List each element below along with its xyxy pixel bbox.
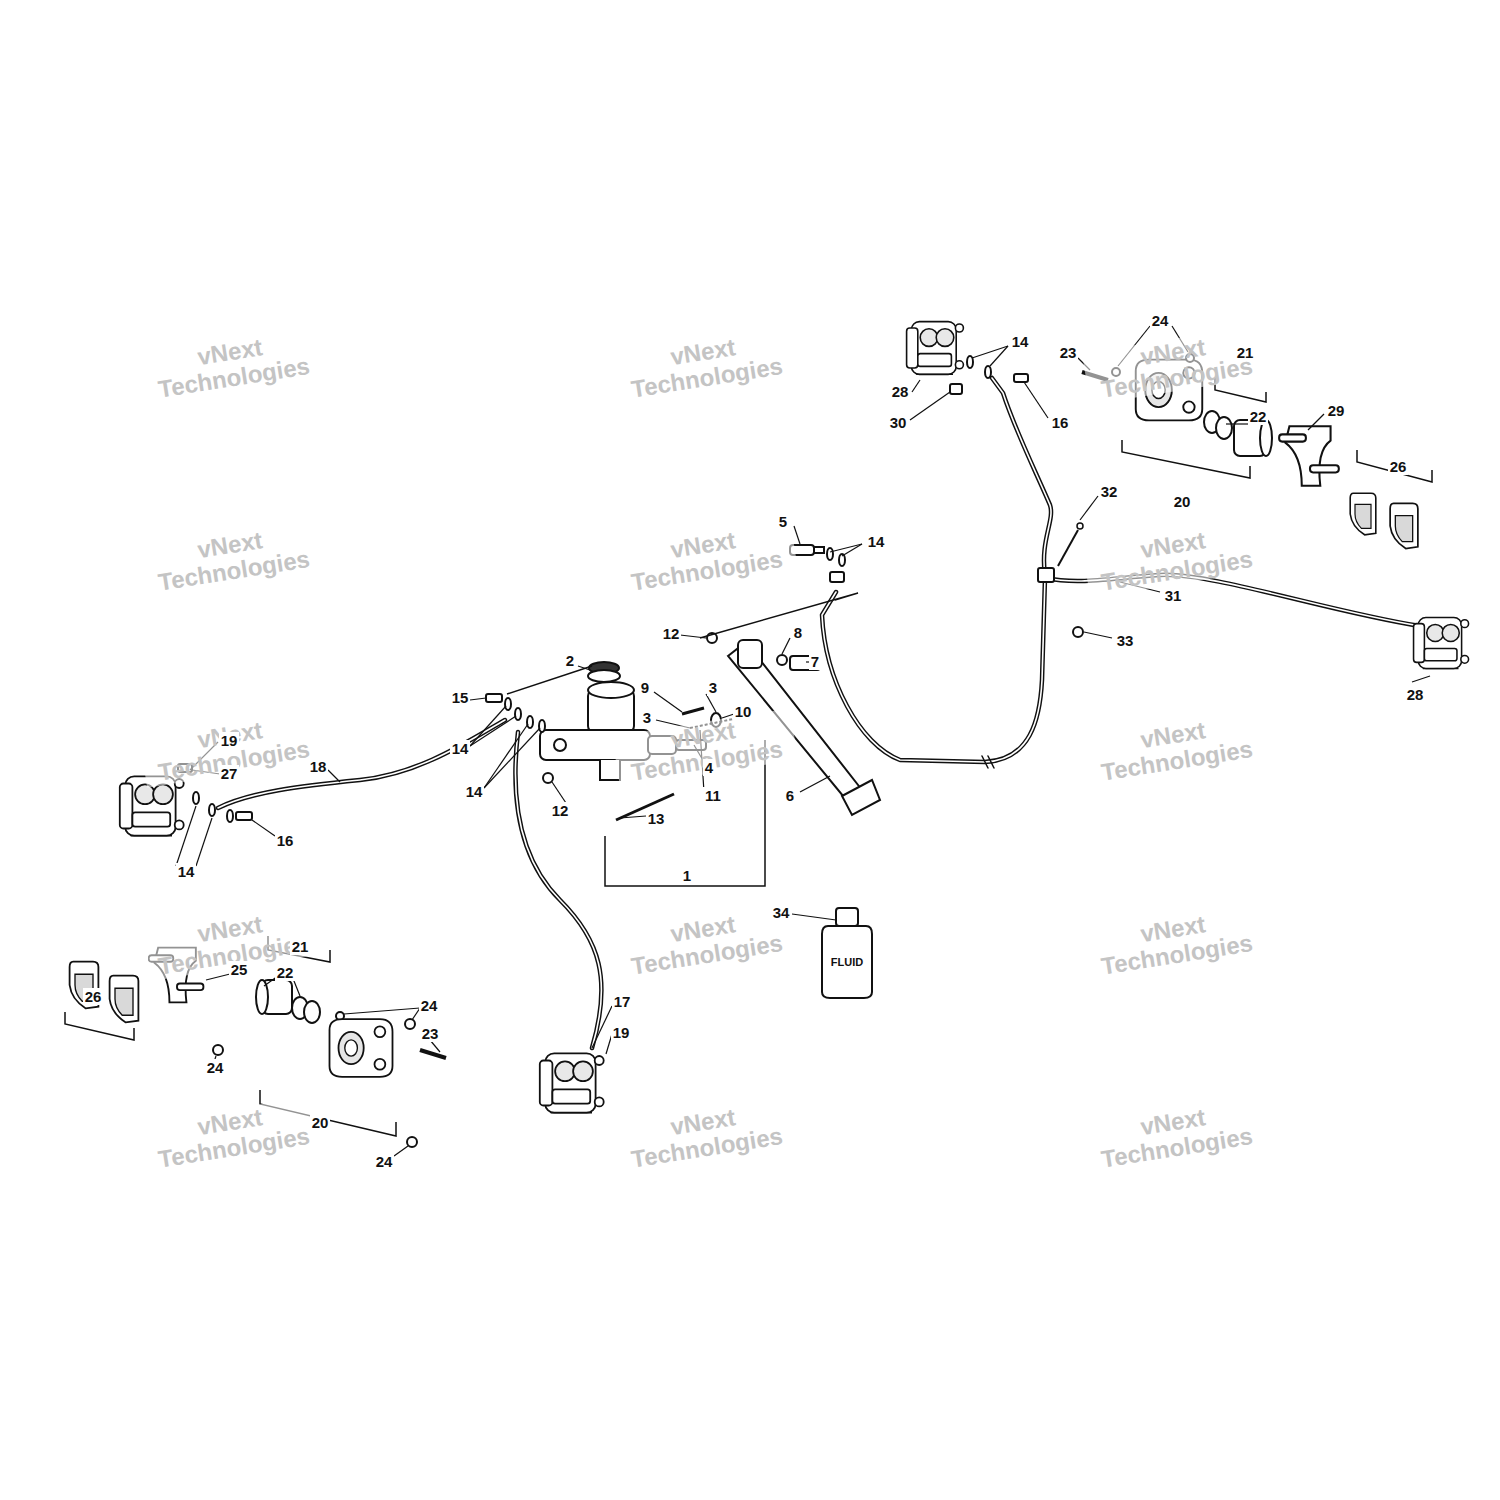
callout-number: 26 bbox=[1388, 458, 1409, 475]
callout-number: 26 bbox=[83, 988, 104, 1005]
watermark: vNext Technologies bbox=[1082, 902, 1268, 982]
callout-number: 15 bbox=[450, 689, 471, 706]
callout-number: 3 bbox=[641, 709, 653, 726]
watermark: vNext Technologies bbox=[1082, 1095, 1268, 1175]
callout-number: 21 bbox=[1235, 344, 1256, 361]
callout-number: 28 bbox=[890, 383, 911, 400]
callout-number: 24 bbox=[205, 1059, 226, 1076]
callout-number: 23 bbox=[1058, 344, 1079, 361]
callout-number: 33 bbox=[1115, 632, 1136, 649]
callout-number: 31 bbox=[1163, 587, 1184, 604]
callout-number: 11 bbox=[703, 787, 723, 804]
callout-number: 22 bbox=[1248, 408, 1269, 425]
watermark: vNext Technologies bbox=[139, 1095, 325, 1175]
callout-number: 13 bbox=[646, 810, 667, 827]
callout-number: 7 bbox=[809, 653, 821, 670]
callout-number: 5 bbox=[777, 513, 789, 530]
callout-number: 2 bbox=[564, 652, 576, 669]
callout-number: 29 bbox=[1326, 402, 1347, 419]
callout-number: 12 bbox=[661, 625, 682, 642]
callout-number: 3 bbox=[707, 679, 719, 696]
watermark: vNext Technologies bbox=[612, 325, 798, 405]
watermark: vNext Technologies bbox=[612, 518, 798, 598]
callout-number: 32 bbox=[1099, 483, 1120, 500]
callout-number: 12 bbox=[550, 802, 571, 819]
callout-number: 4 bbox=[703, 759, 715, 776]
callout-number: 20 bbox=[1172, 493, 1193, 510]
callout-number: 6 bbox=[784, 787, 796, 804]
callout-number: 17 bbox=[612, 993, 633, 1010]
watermark: vNext Technologies bbox=[139, 325, 325, 405]
callout-number: 16 bbox=[1050, 414, 1071, 431]
callout-number: 24 bbox=[374, 1153, 395, 1170]
callout-number: 19 bbox=[611, 1024, 632, 1041]
callout-number: 27 bbox=[219, 765, 240, 782]
callout-number: 21 bbox=[290, 938, 311, 955]
callout-number: 34 bbox=[771, 904, 792, 921]
callout-number: 1 bbox=[681, 867, 693, 884]
callout-number: 28 bbox=[1405, 686, 1426, 703]
callout-number: 22 bbox=[275, 964, 296, 981]
callout-number: 30 bbox=[888, 414, 909, 431]
callout-number: 14 bbox=[450, 740, 471, 757]
bottle-label: FLUID bbox=[831, 956, 863, 968]
callout-number: 8 bbox=[792, 624, 804, 641]
callout-number: 23 bbox=[420, 1025, 441, 1042]
watermark: vNext Technologies bbox=[612, 1095, 798, 1175]
callout-number: 19 bbox=[219, 732, 240, 749]
callout-number: 10 bbox=[733, 703, 754, 720]
callout-number: 25 bbox=[229, 961, 250, 978]
callout-number: 24 bbox=[1150, 312, 1171, 329]
callout-number: 14 bbox=[866, 533, 887, 550]
callout-number: 14 bbox=[1010, 333, 1031, 350]
callout-number: 14 bbox=[464, 783, 485, 800]
watermark: vNext Technologies bbox=[1082, 708, 1268, 788]
callout-number: 14 bbox=[176, 863, 197, 880]
callout-number: 24 bbox=[419, 997, 440, 1014]
callout-number: 18 bbox=[308, 758, 329, 775]
callout-number: 9 bbox=[639, 679, 651, 696]
callout-number: 16 bbox=[275, 832, 296, 849]
callout-number: 20 bbox=[310, 1114, 331, 1131]
watermark: vNext Technologies bbox=[139, 518, 325, 598]
